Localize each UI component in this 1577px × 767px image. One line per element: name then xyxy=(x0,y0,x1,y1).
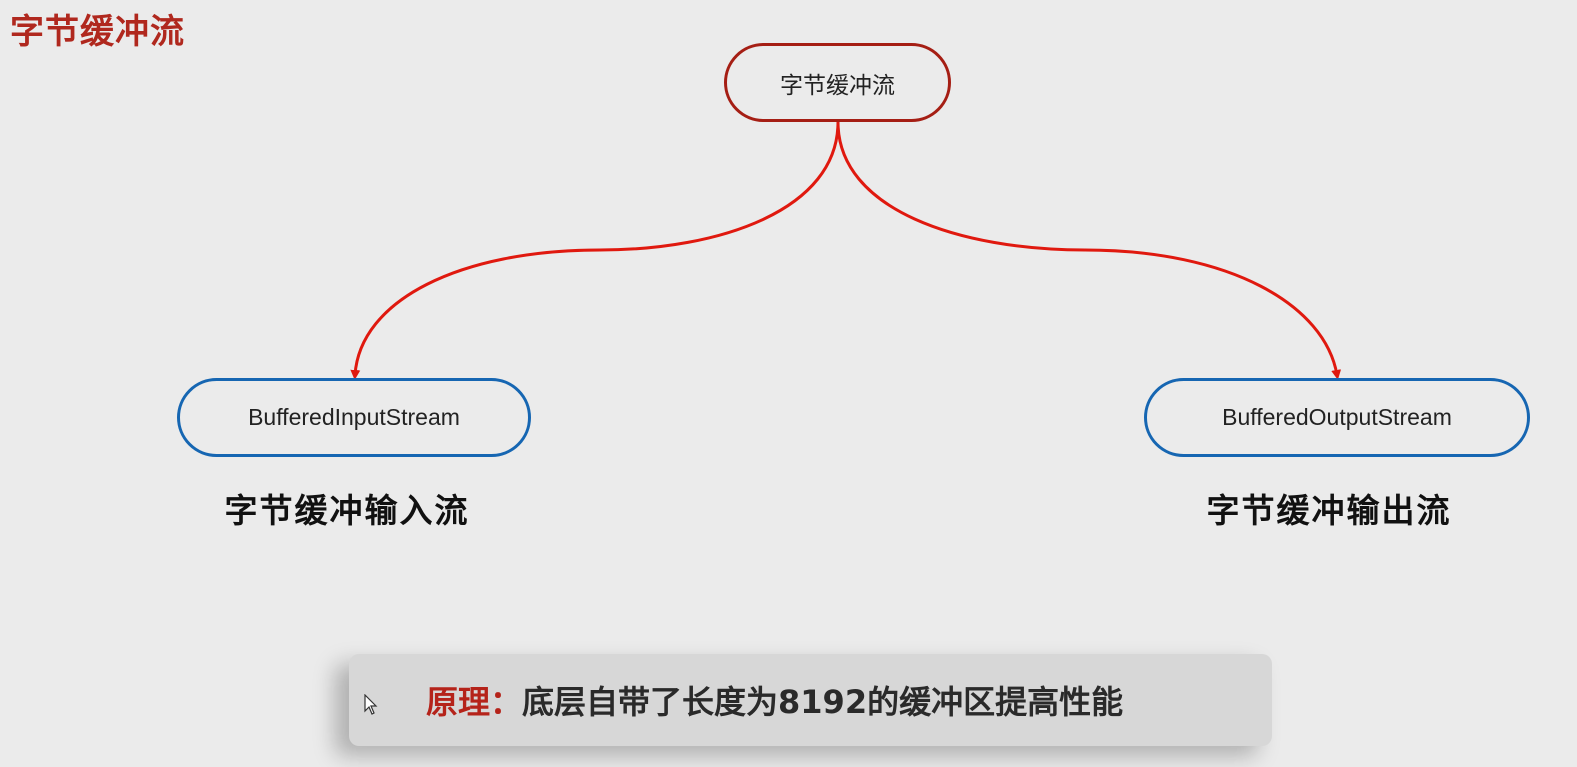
caption-output: 字节缓冲输出流 xyxy=(1206,491,1452,530)
note-label: 原理： xyxy=(426,683,523,721)
child-node-input: BufferedInputStream xyxy=(177,378,531,457)
page-title: 字节缓冲流 xyxy=(10,12,185,52)
connector-right xyxy=(836,121,1342,380)
note-text: 底层自带了长度为8192的缓冲区提高性能 xyxy=(522,683,1124,721)
child-node-output-label: BufferedOutputStream xyxy=(1222,404,1452,430)
connector-left xyxy=(350,121,840,380)
note-box: 原理： 底层自带了长度为8192的缓冲区提高性能 xyxy=(349,654,1272,746)
child-node-output: BufferedOutputStream xyxy=(1144,378,1530,457)
child-node-input-label: BufferedInputStream xyxy=(248,404,460,430)
mouse-pointer-icon xyxy=(364,694,378,715)
root-node-label: 字节缓冲流 xyxy=(780,72,895,99)
caption-input: 字节缓冲输入流 xyxy=(224,491,470,530)
root-node: 字节缓冲流 xyxy=(724,43,951,122)
